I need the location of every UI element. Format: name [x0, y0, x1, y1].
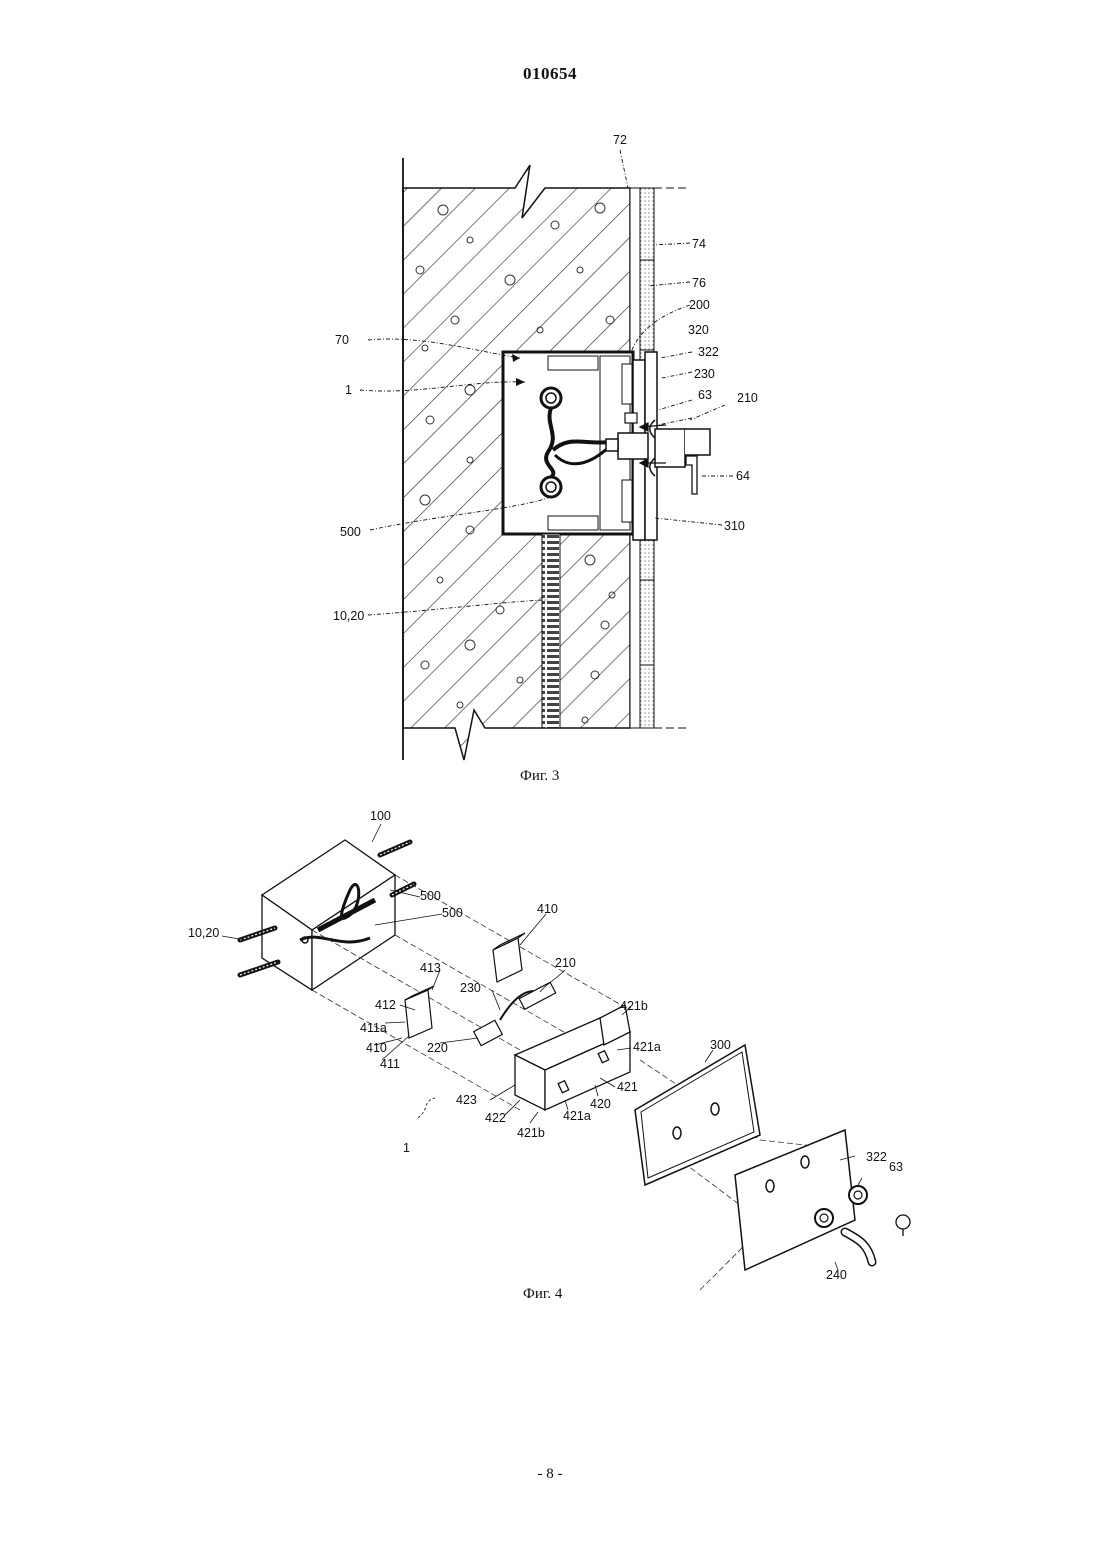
label-422: 422 — [485, 1111, 506, 1125]
conduit-10-20 — [542, 534, 560, 728]
document-number: 010654 — [0, 64, 1100, 84]
label-310: 310 — [724, 519, 745, 533]
label-100: 100 — [370, 809, 391, 823]
label-500-b: 500 — [442, 906, 463, 920]
label-421: 421 — [617, 1080, 638, 1094]
label-74: 74 — [692, 237, 706, 251]
figure-3-wall-section: 72 74 76 200 320 322 230 63 210 64 310 7… — [0, 120, 1100, 800]
label-421a-right: 421a — [633, 1040, 661, 1054]
label-320: 320 — [688, 323, 709, 337]
label-70: 70 — [335, 333, 349, 347]
label-230: 230 — [694, 367, 715, 381]
label-322: 322 — [698, 345, 719, 359]
label-322: 322 — [866, 1150, 887, 1164]
label-423: 423 — [456, 1093, 477, 1107]
label-63: 63 — [698, 388, 712, 402]
label-72: 72 — [613, 133, 627, 147]
label-230: 230 — [460, 981, 481, 995]
label-500-a: 500 — [420, 889, 441, 903]
label-64: 64 — [736, 469, 750, 483]
figure-3-caption: Фиг. 3 — [520, 768, 559, 784]
label-420: 420 — [590, 1097, 611, 1111]
label-500: 500 — [340, 525, 361, 539]
label-300: 300 — [710, 1038, 731, 1052]
label-421a-bottom: 421a — [563, 1109, 591, 1123]
label-412: 412 — [375, 998, 396, 1012]
label-411: 411 — [380, 1057, 400, 1071]
cover-300 — [635, 1045, 760, 1185]
label-10-20: 10,20 — [333, 609, 364, 623]
label-240: 240 — [826, 1268, 847, 1282]
valve-220-210 — [474, 982, 556, 1045]
label-411a: 411a — [360, 1021, 387, 1035]
label-1: 1 — [345, 383, 352, 397]
label-220: 220 — [427, 1041, 448, 1055]
plate-322 — [735, 1130, 855, 1270]
label-421b-bottom: 421b — [517, 1126, 545, 1140]
label-210: 210 — [737, 391, 758, 405]
bracket-410-lower — [405, 986, 434, 1038]
label-410-lower: 410 — [366, 1041, 387, 1055]
box-100 — [262, 840, 395, 990]
label-421b-top: 421b — [620, 999, 648, 1013]
label-1: 1 — [403, 1141, 410, 1155]
label-63: 63 — [889, 1160, 903, 1174]
label-200: 200 — [689, 298, 710, 312]
label-10-20: 10,20 — [188, 926, 219, 940]
figure-4-exploded-view: 100 500 500 10,20 410 210 413 412 230 41… — [0, 800, 1100, 1320]
figure-4-caption: Фиг. 4 — [523, 1286, 563, 1302]
label-410-upper: 410 — [537, 902, 558, 916]
label-210: 210 — [555, 956, 576, 970]
label-413: 413 — [420, 961, 441, 975]
label-76: 76 — [692, 276, 706, 290]
frame-420 — [515, 1005, 630, 1110]
page-number: - 8 - — [0, 1466, 1100, 1483]
bracket-410-upper — [493, 933, 525, 982]
cap-nut — [896, 1215, 910, 1236]
